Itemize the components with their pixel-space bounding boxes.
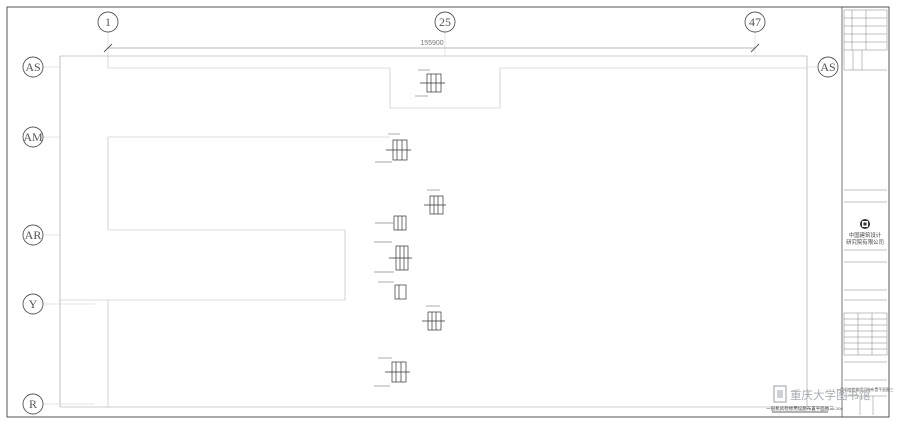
equipment-symbol-5: [422, 305, 445, 331]
row-bubble-AM: AM: [22, 126, 44, 148]
row-bubble-AR: AR: [22, 224, 44, 246]
equipment-symbol-2: [375, 133, 411, 163]
company-name-line1: 中国建筑设计: [849, 231, 882, 239]
svg-text:R: R: [29, 397, 37, 411]
equipment-symbol-3: [424, 189, 446, 215]
title-block-drawing-title: 一层机房检修用设施布置平面图三: [837, 387, 894, 392]
svg-text:AS: AS: [820, 60, 835, 74]
sheet-outer-border: [6, 6, 890, 418]
row-bubble-Y: Y: [22, 293, 44, 315]
column-bubble-25: 25: [434, 11, 456, 33]
row-bubble-AS: AS: [22, 56, 44, 78]
plan-caption-title: 一层机房检修用设施布置平面图三: [766, 405, 834, 412]
title-block: [843, 9, 888, 415]
svg-text:1: 1: [105, 15, 111, 29]
company-name-line2: 研究院有限公司: [846, 238, 884, 246]
svg-text:Y: Y: [29, 297, 38, 311]
equipment-detail-symbols: [374, 69, 446, 387]
watermark: 重庆大学图书馆: [773, 385, 871, 403]
grid-axis-lines: [43, 32, 818, 405]
svg-text:AM: AM: [23, 130, 43, 144]
svg-text:25: 25: [439, 15, 451, 29]
equipment-symbol-6: [374, 357, 410, 387]
plan-caption-scale: 1:200: [832, 406, 844, 411]
overall-dimension-label: 155900: [420, 40, 443, 47]
svg-text:AR: AR: [25, 228, 42, 242]
svg-text:AS: AS: [25, 60, 40, 74]
row-bubble-R: R: [22, 393, 44, 415]
drawing-frame: [59, 55, 808, 408]
plan-caption: 一层机房检修用设施布置平面图三 1:200: [766, 405, 844, 413]
row-bubble-AS-right: AS: [817, 56, 839, 78]
title-block-frame: [841, 6, 890, 418]
company-logo: [860, 219, 870, 229]
column-bubble-47: 47: [744, 11, 766, 33]
building-outline: [60, 56, 807, 407]
column-bubble-1: 1: [97, 11, 119, 33]
equipment-symbol-4: [374, 215, 412, 300]
svg-text:47: 47: [749, 15, 761, 29]
equipment-symbol-1: [415, 69, 445, 97]
watermark-text: 重庆大学图书馆: [790, 388, 871, 402]
overall-dimension: 155900: [103, 40, 760, 53]
